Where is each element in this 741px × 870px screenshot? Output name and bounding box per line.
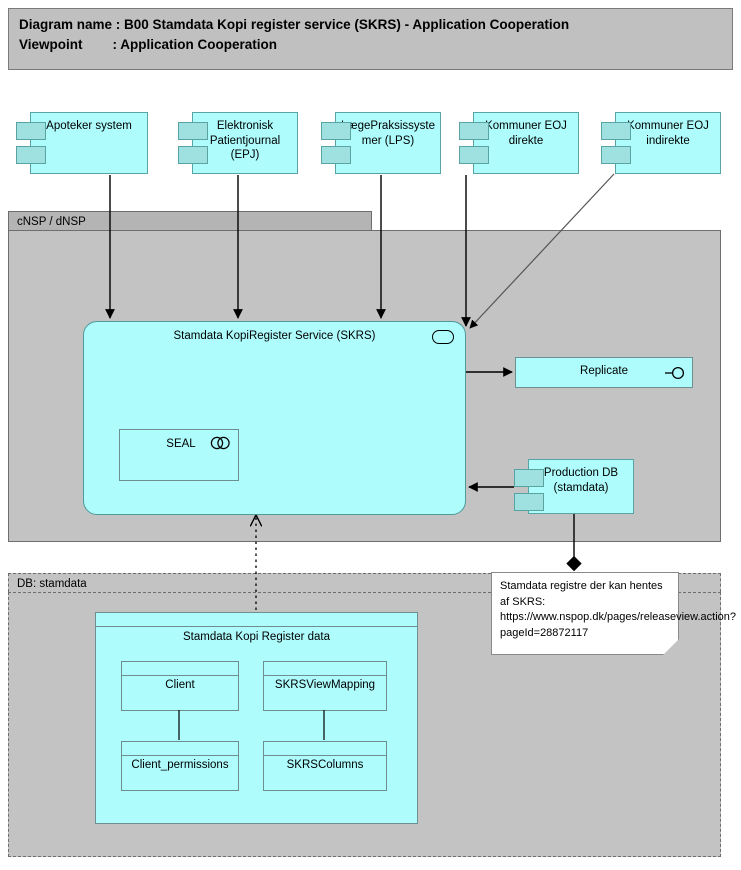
component-body: Production DB(stamdata) bbox=[528, 459, 634, 514]
component-production-db[interactable]: Production DB(stamdata) bbox=[514, 459, 634, 514]
component-label: Production DB(stamdata) bbox=[543, 467, 619, 494]
data-object-label: Stamdata Kopi Register data bbox=[182, 631, 331, 643]
component-tab-upper-icon bbox=[16, 122, 46, 140]
data-object-skrscolumns[interactable]: SKRSColumns bbox=[263, 741, 387, 791]
application-component-seal[interactable]: SEAL bbox=[119, 429, 239, 481]
data-object-header-band bbox=[264, 662, 386, 676]
component-tab-lower-icon bbox=[459, 146, 489, 164]
component-tab-upper-icon bbox=[601, 122, 631, 140]
service-label: Stamdata KopiRegister Service (SKRS) bbox=[173, 330, 376, 342]
data-object-label: Client bbox=[165, 679, 195, 691]
data-object-header-band bbox=[122, 742, 238, 756]
data-object-header-band bbox=[264, 742, 386, 756]
component-tab-upper-icon bbox=[514, 469, 544, 487]
note-text: Stamdata registre der kan hentes af SKRS… bbox=[500, 580, 737, 639]
application-service-skrs[interactable]: Stamdata KopiRegister Service (SKRS) SEA… bbox=[83, 321, 466, 515]
component-tab-lower-icon bbox=[601, 146, 631, 164]
viewpoint-line: Viewpoint : Application Cooperation bbox=[19, 37, 278, 52]
diagram-header-banner: Diagram name : B00 Stamdata Kopi registe… bbox=[8, 8, 733, 70]
note-fold-corner-icon bbox=[663, 639, 679, 655]
replicate-label: Replicate bbox=[580, 365, 628, 377]
data-object-label: SKRSViewMapping bbox=[274, 679, 376, 691]
data-object-skrsviewmapping[interactable]: SKRSViewMapping bbox=[263, 661, 387, 711]
component-tab-lower-icon bbox=[16, 146, 46, 164]
component-tab-lower-icon bbox=[178, 146, 208, 164]
diagram-name-line: Diagram name : B00 Stamdata Kopi registe… bbox=[19, 17, 570, 32]
component-tab-upper-icon bbox=[321, 122, 351, 140]
data-object-label: Client_permissions bbox=[131, 759, 229, 771]
data-object-header-band bbox=[96, 613, 417, 627]
component-tab-upper-icon bbox=[178, 122, 208, 140]
data-object-client[interactable]: Client bbox=[121, 661, 239, 711]
application-collaboration-icon bbox=[210, 436, 230, 450]
data-object-client-permissions[interactable]: Client_permissions bbox=[121, 741, 239, 791]
diagram-note: Stamdata registre der kan hentes af SKRS… bbox=[491, 572, 737, 655]
seal-label: SEAL bbox=[166, 438, 196, 450]
component-tab-lower-icon bbox=[514, 493, 544, 511]
component-apoteker-system[interactable]: Apoteker system bbox=[16, 112, 148, 174]
component-label: Apoteker system bbox=[46, 120, 132, 132]
component-tab-upper-icon bbox=[459, 122, 489, 140]
component-tab-lower-icon bbox=[321, 146, 351, 164]
data-object-label: SKRSColumns bbox=[286, 759, 364, 771]
data-object-header-band bbox=[122, 662, 238, 676]
application-interface-oval-icon bbox=[432, 330, 454, 344]
application-interface-lollipop-icon bbox=[665, 366, 685, 380]
group-tab-nsp: cNSP / dNSP bbox=[8, 211, 372, 230]
data-object-stamdata-kopi-register-data[interactable]: Stamdata Kopi Register data Client SKRSV… bbox=[95, 612, 418, 824]
application-interface-replicate[interactable]: Replicate bbox=[515, 357, 693, 388]
component-body: Apoteker system bbox=[30, 112, 148, 174]
